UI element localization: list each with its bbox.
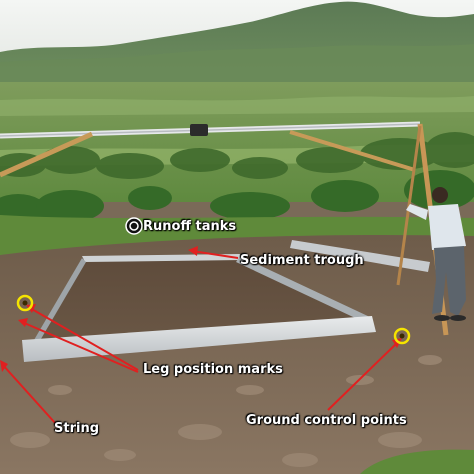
label-string: String <box>54 421 100 436</box>
person-figure <box>406 187 466 321</box>
label-runoff-tanks: Runoff tanks <box>143 219 237 234</box>
label-ground-control-points: Ground control points <box>246 413 407 428</box>
label-leg-position-marks: Leg position marks <box>143 362 283 377</box>
label-sediment-trough: Sediment trough <box>240 253 364 268</box>
